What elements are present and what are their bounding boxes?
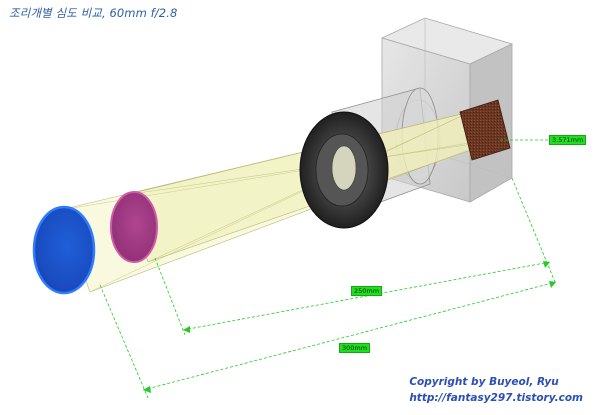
url-text: http://fantasy297.tistory.com [409,392,583,404]
front-lens-element [299,111,389,229]
far-focus-disc [32,205,96,295]
copyright-text: Copyright by Buyeol, Ryu [409,376,559,388]
page-title: 조리개별 심도 비교, 60mm f/2.8 [9,6,178,20]
dimension-label-sensor-offset: 3.571mm [549,135,587,145]
dimension-label-300mm: 300mm [339,343,371,353]
dimension-lines [99,139,557,399]
dimension-label-250mm: 250mm [351,286,383,296]
near-focus-disc [110,191,158,263]
dimension-arrows [143,261,556,393]
image-sensor [459,99,511,161]
credits-block: Copyright by Buyeol, Ryu http://fantasy2… [409,374,583,406]
